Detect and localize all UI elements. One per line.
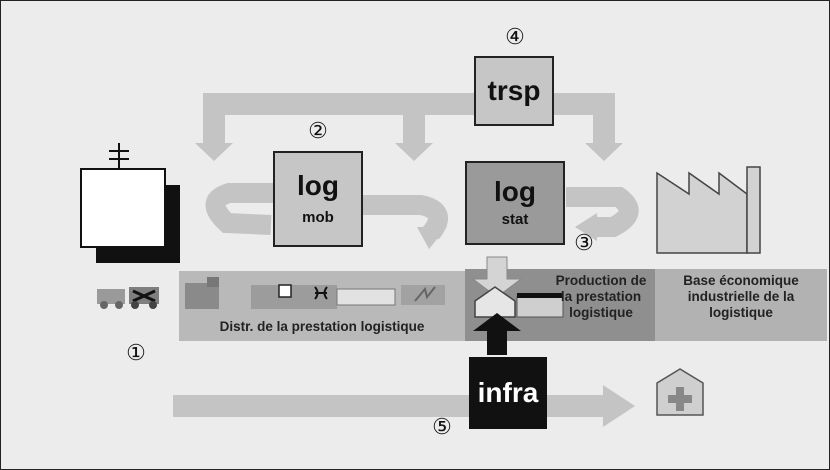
house-outline-icon [474,286,516,318]
left-down-stem [203,93,225,145]
curved-arrow-left [205,183,273,235]
log-mob-label: log [297,170,339,201]
trsp-box: trsp [474,56,554,126]
log-mob-number: ② [308,119,328,144]
trsp-label: trsp [487,75,541,106]
distribution-label: Distr. de la prestation logistique [219,319,425,334]
up-arrow-dark [473,313,521,351]
factory-icon [656,166,761,254]
production-label: Production de la prestation logistique [555,273,647,320]
middle-flow-arrowhead [417,227,447,249]
ship-icon [80,143,180,263]
right-flow-arrowhead [575,213,597,241]
right-down-stem [593,93,615,145]
middle-arrow-head [395,143,433,161]
middle-down-stem [403,93,425,145]
log-stat-sub: stat [501,211,529,228]
log-stat-label: log [494,176,536,207]
infra-number: ⑤ [432,415,452,440]
log-stat-number: ③ [574,231,594,256]
curved-arrow-right [566,187,639,237]
log-mob-sub: mob [302,209,334,226]
base-band [655,269,827,341]
production-icons [471,256,564,355]
right-arrow-head [585,143,623,161]
base-label: Base économique industrielle de la logis… [683,273,799,320]
down-arrow-light [471,256,523,298]
transport-vehicles-icon [185,277,445,309]
top-arrow-network [195,93,623,161]
infra-label: infra [477,377,539,408]
infra-box: infra [469,357,547,429]
trsp-number: ④ [505,25,525,50]
small-vehicles-icon [97,287,159,309]
log-stat-box: log stat [465,161,565,245]
vehicles-number: ① [126,341,146,366]
hospital-icon [656,368,704,416]
bottom-arrow-head [603,385,635,427]
left-arrow-head [195,143,233,161]
log-mob-box: log mob [273,151,363,247]
